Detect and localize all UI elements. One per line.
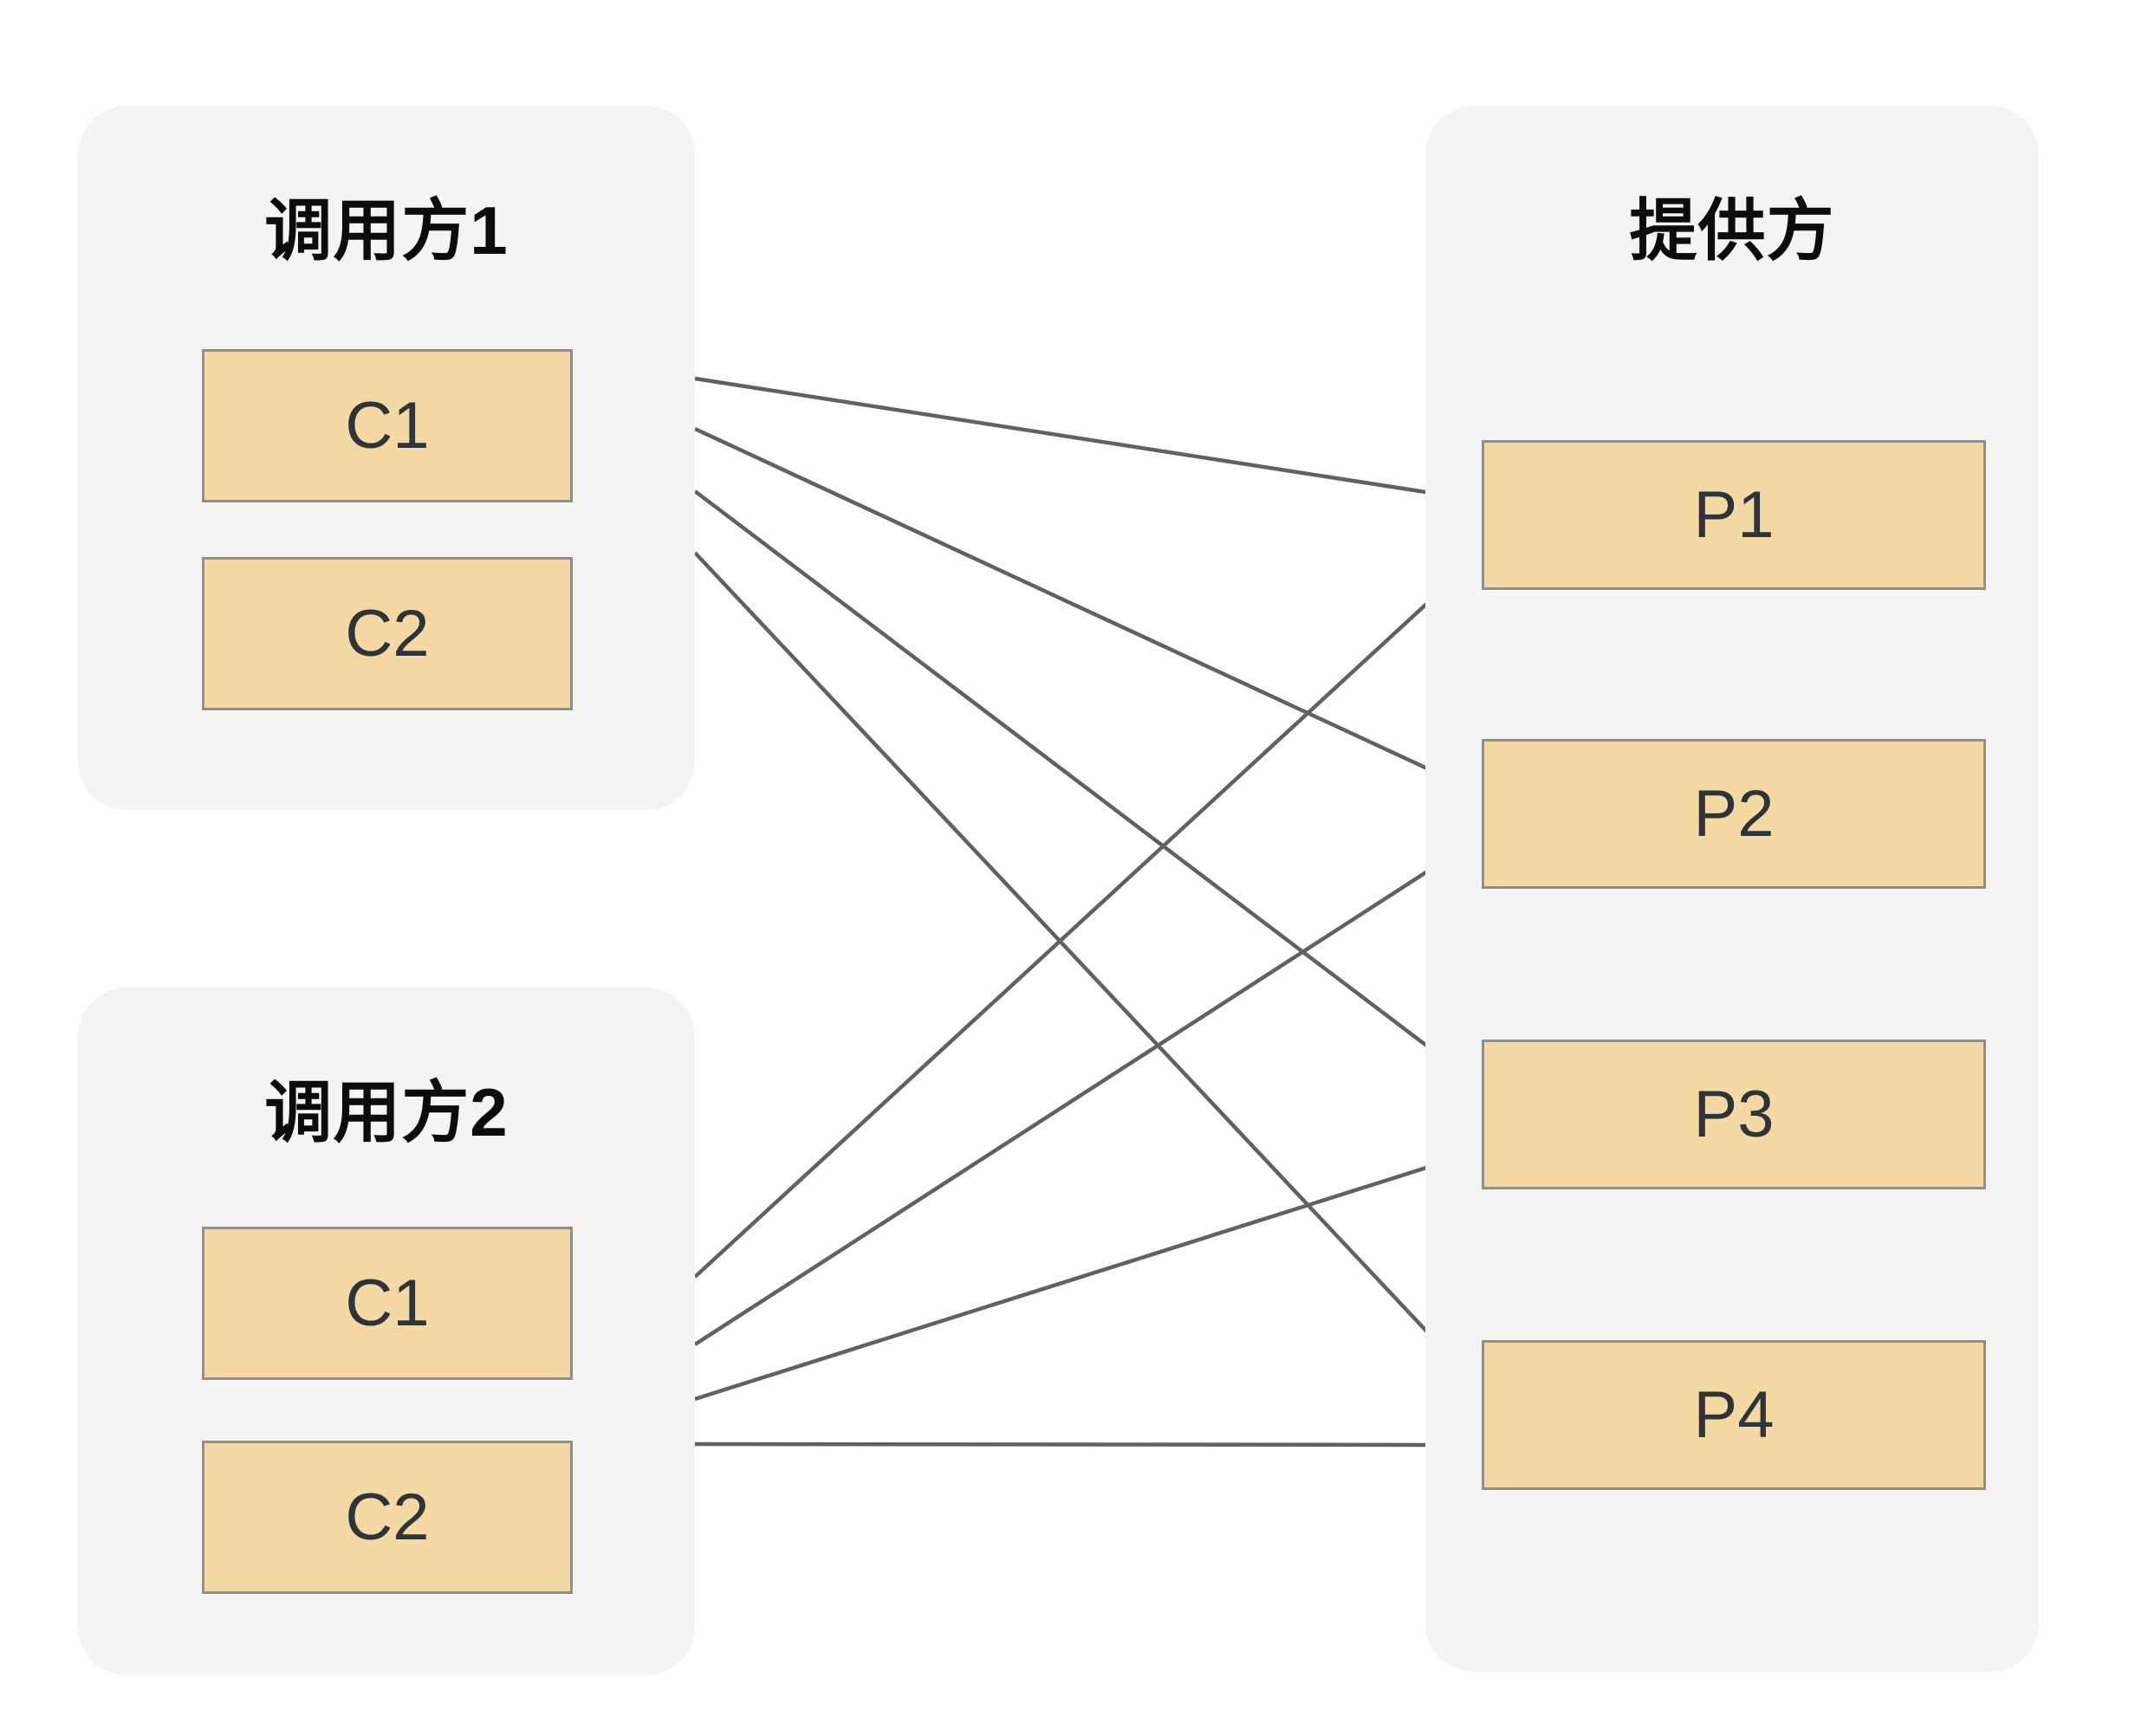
arrow-caller2-to-P2 (693, 839, 1479, 1346)
provider-box-p1: P1 (1482, 440, 1986, 590)
caller1-box-c1: C1 (202, 349, 573, 502)
arrow-caller1-to-P2 (694, 426, 1479, 794)
arrow-caller2-to-P1 (693, 556, 1478, 1279)
provider-group: 提供方 P1 P2 P3 P4 (1425, 106, 2039, 1672)
provider-box-p3: P3 (1482, 1040, 1986, 1189)
caller1-box-c2: C2 (202, 557, 573, 710)
arrow-caller2-to-P3 (694, 1149, 1479, 1402)
provider-box-p4: P4 (1482, 1340, 1986, 1490)
caller1-group: 调用方1 C1 C2 (78, 106, 695, 810)
caller1-title: 调用方1 (264, 192, 509, 269)
arrow-caller2-to-P4 (694, 1432, 1479, 1458)
provider-box-p2: P2 (1482, 739, 1986, 889)
caller2-box-c2: C2 (202, 1441, 573, 1594)
caller2-title: 调用方2 (264, 1074, 509, 1150)
arrow-caller1-to-P4 (693, 551, 1478, 1386)
arrow-caller1-to-P1 (694, 376, 1479, 508)
arrow-caller1-to-P3 (693, 489, 1478, 1085)
caller2-group: 调用方2 C1 C2 (78, 988, 695, 1675)
caller2-box-c1: C1 (202, 1227, 573, 1380)
provider-title: 提供方 (1629, 192, 1835, 269)
